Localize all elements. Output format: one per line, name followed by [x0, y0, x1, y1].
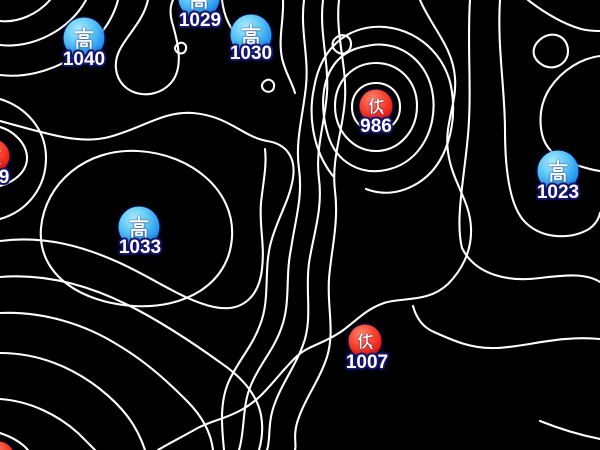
isobar — [0, 97, 48, 221]
isobar — [538, 419, 600, 441]
pressure-circle — [178, 0, 220, 19]
isobar — [0, 311, 215, 450]
pressure-glyph-icon — [240, 23, 263, 47]
pressure-glyph-icon — [356, 332, 374, 350]
isobar — [322, 43, 435, 173]
isobar — [0, 431, 30, 450]
pressure-value: 9 — [0, 167, 10, 188]
pressure-circle — [0, 139, 10, 173]
pressure-value: 1030 — [229, 43, 273, 64]
isobar — [0, 0, 52, 23]
pressure-circle — [230, 14, 272, 56]
pressure-value: 1007 — [345, 352, 389, 373]
pressure-glyph-icon — [547, 159, 570, 183]
isobar — [331, 34, 353, 55]
pressure-value: 1029 — [178, 10, 222, 31]
isobar — [0, 275, 264, 450]
pressure-circle — [537, 150, 579, 192]
pressure-value: 1033 — [118, 237, 162, 258]
high-glyph-icon — [191, 0, 207, 10]
pressure-glyph-icon — [367, 97, 385, 115]
pressure-circle — [63, 17, 105, 59]
low-glyph-icon — [0, 149, 1, 164]
isobar — [310, 25, 455, 194]
pressure-value: 1023 — [536, 182, 580, 203]
pressure-circle — [0, 441, 15, 450]
isobar — [0, 111, 295, 450]
pressure-glyph-icon — [0, 147, 2, 165]
isobar — [114, 0, 180, 96]
high-glyph-icon — [129, 215, 149, 239]
isobar — [532, 33, 570, 69]
pressure-glyph-icon — [188, 0, 211, 10]
pressure-circle — [118, 206, 160, 248]
isobar — [279, 0, 297, 95]
pressure-glyph-icon — [128, 215, 151, 239]
isobar — [39, 149, 234, 308]
high-glyph-icon — [74, 26, 94, 50]
isobar — [0, 147, 267, 310]
low-glyph-icon — [357, 332, 373, 349]
low-glyph-icon — [368, 97, 384, 114]
isobar — [293, 0, 347, 450]
isobar — [237, 0, 308, 450]
isobar — [498, 0, 600, 238]
isobar — [260, 78, 276, 93]
isobar — [156, 0, 473, 450]
pressure-circle — [348, 324, 382, 358]
isobar — [173, 41, 188, 55]
isobar — [0, 351, 147, 450]
isobar — [265, 0, 329, 450]
isobar — [458, 0, 600, 284]
isobar — [0, 397, 97, 450]
isobar — [350, 81, 402, 133]
isobar — [411, 304, 600, 350]
isobar — [0, 0, 88, 47]
pressure-circle — [359, 89, 393, 123]
isobar — [539, 54, 600, 173]
high-glyph-icon — [548, 159, 568, 183]
isobar — [526, 0, 600, 33]
pressure-value: 1040 — [62, 49, 106, 70]
isobar — [333, 61, 419, 153]
isobar — [0, 125, 29, 188]
pressure-glyph-icon — [73, 26, 96, 50]
high-glyph-icon — [241, 23, 261, 47]
isobar — [0, 0, 120, 77]
pressure-value: 986 — [360, 116, 392, 137]
